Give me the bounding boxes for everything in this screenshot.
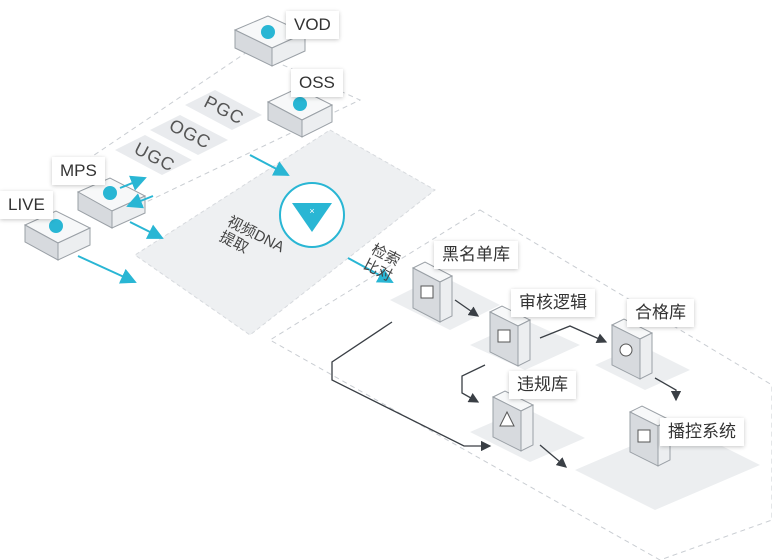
flow-review-to-violation: [461, 364, 486, 403]
flow-violation-to-playback: [539, 444, 567, 468]
check-icon: [619, 343, 633, 357]
playback-icon: [637, 429, 651, 443]
flow-review-to-qualified: [539, 325, 608, 344]
oss-icon: [293, 97, 307, 111]
qualified-label: 合格库: [627, 299, 694, 327]
svg-text:×: ×: [309, 206, 314, 216]
pgc-tile: [185, 90, 262, 130]
violation-server: [491, 390, 535, 452]
flow-mps-to-dna: [129, 221, 164, 239]
playback-plate: [575, 425, 760, 510]
review-icon: [497, 329, 511, 343]
review-logic-label: 审核逻辑: [511, 289, 595, 317]
blacklist-label: 黑名单库: [434, 241, 518, 269]
violation-label: 违规库: [509, 371, 576, 399]
flow-blacklist-to-playback-loop: [331, 321, 492, 452]
ugc-tile: [115, 135, 192, 175]
mps-icon: [103, 186, 117, 200]
review-server: [488, 305, 532, 367]
vod-label: VOD: [286, 11, 339, 39]
live-label: LIVE: [0, 191, 53, 219]
playback-label: 播控系统: [660, 418, 744, 446]
flow-blacklist-to-review: [454, 299, 480, 317]
blacklist-server: [411, 261, 454, 323]
dna-icon: ×: [279, 182, 345, 248]
live-server: [23, 210, 92, 261]
flow-tiles-to-mps: [126, 193, 154, 209]
qualified-server: [610, 318, 654, 380]
warning-icon: [499, 410, 515, 427]
flow-live-to-dna: [77, 255, 137, 284]
vod-server: [233, 15, 307, 67]
vod-icon: [261, 25, 275, 39]
review-region: [269, 209, 772, 560]
flow-mps-to-tiles: [119, 175, 147, 191]
flow-dna-to-blacklist: [347, 257, 394, 283]
ogc-tile: [150, 115, 228, 155]
blacklist-icon: [420, 285, 434, 299]
mps-label: MPS: [52, 157, 105, 185]
flow-oss-to-dna: [249, 154, 290, 176]
oss-label: OSS: [291, 69, 343, 97]
live-icon: [49, 219, 63, 233]
oss-server: [266, 87, 334, 138]
flow-qualified-to-playback: [654, 377, 682, 402]
